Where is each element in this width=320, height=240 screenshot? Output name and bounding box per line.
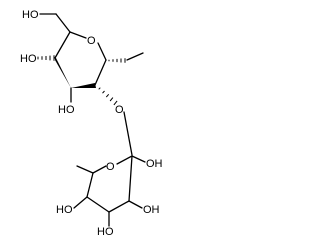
bond-c2-oh-lower: [128, 200, 143, 209]
bond-c2-c1: [94, 59, 107, 86]
bond-c5-c4-lower: [86, 172, 94, 198]
bond-c4-oh-lower: [73, 196, 88, 209]
glycosidic-oxygen: O: [115, 104, 124, 116]
hydroxymethyl-label: HO: [22, 9, 39, 21]
ring-oxygen-lower: O: [106, 161, 115, 173]
bond-methyl: [126, 52, 144, 61]
hash-c4-oh: [37, 55, 55, 61]
lower-ring: O HO HO OH OH: [56, 155, 163, 238]
ring-oxygen-upper: O: [87, 35, 96, 47]
hydroxyl-c4-lower-label: HO: [56, 204, 73, 216]
hydroxyl-c4-label: HO: [20, 53, 37, 65]
hash-c1-methyl: [108, 58, 126, 63]
hydroxyl-c3-lower-label: HO: [97, 226, 114, 238]
bond-o5-c1-lower: [116, 155, 133, 165]
bond-c5-c6: [55, 13, 71, 33]
bond-c5-o5-lower: [92, 165, 107, 174]
bond-c5-c4: [54, 31, 71, 59]
bond-c1-oh-lower: [131, 155, 146, 163]
bond-o5-c1: [97, 42, 107, 61]
bond-o-c1-lower: [123, 111, 133, 156]
hydroxyl-c1-lower-label: OH: [146, 158, 163, 170]
wedge-c3-c2: [71, 83, 96, 88]
bond-c3-c2-lower: [108, 200, 130, 213]
bond-c2-c1-lower: [128, 155, 133, 202]
bond-c4-c3-lower: [86, 196, 110, 213]
bond-c5-c6-lower: [76, 165, 94, 174]
hash-c2-o: [98, 87, 118, 106]
hydroxyl-c2-lower-label: OH: [143, 204, 160, 216]
wedge-c4-c3: [55, 56, 71, 88]
upper-ring: O HO HO HO O: [20, 9, 144, 116]
hydroxyl-c3-label: HO: [58, 104, 75, 116]
bond-c5-o5: [69, 31, 87, 39]
molecule-structure: O HO HO HO O O HO HO OH OH: [20, 9, 163, 238]
